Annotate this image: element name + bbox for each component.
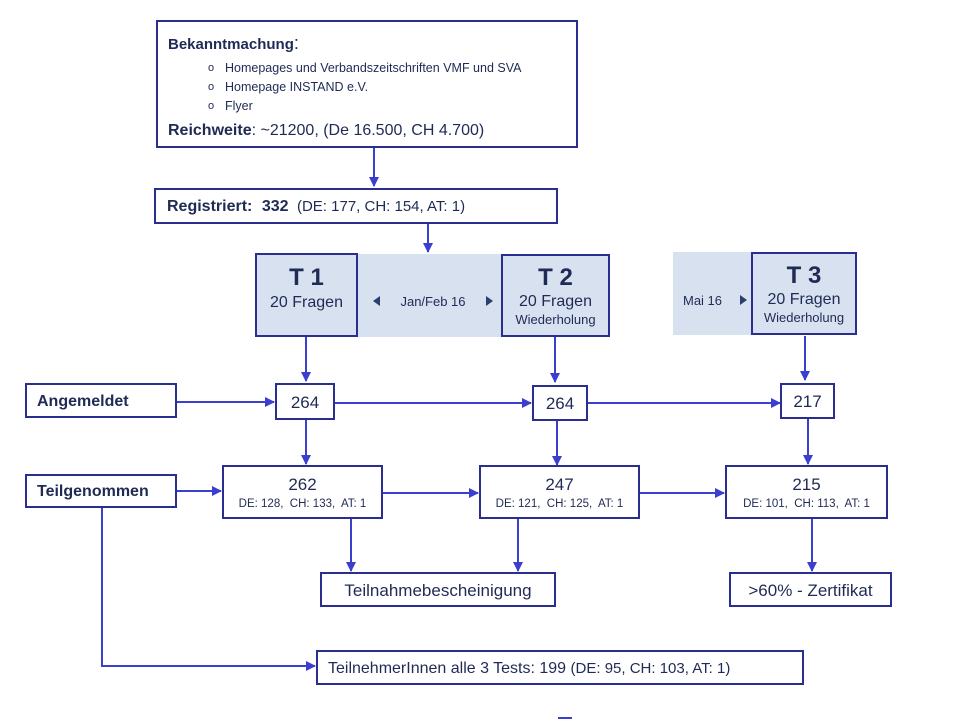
test-t2-box: T 2 20 Fragen Wiederholung [501, 254, 610, 337]
period-t3: Mai 16 [683, 292, 747, 308]
attendance-certificate-box: Teilnahmebescheinigung [320, 572, 556, 607]
participated-t1: 262 DE: 128, CH: 133, AT: 1 [222, 465, 383, 519]
participated-t2: 247 DE: 121, CH: 125, AT: 1 [479, 465, 640, 519]
row-label-participated: Teilgenommen [25, 474, 177, 508]
test-t3-title: T 3 [786, 262, 822, 289]
participated-t3-detail: DE: 101, CH: 113, AT: 1 [743, 498, 870, 510]
registered-count-t3: 217 [780, 383, 835, 419]
participated-t2-total: 247 [545, 475, 574, 494]
participated-t3-total: 215 [792, 475, 821, 494]
test-t2-note: Wiederholung [515, 312, 596, 327]
period-band-t1-t2 [355, 254, 505, 337]
all-tests-box: TeilnehmerInnen alle 3 Tests: 199 (DE: 9… [316, 650, 804, 685]
pass-certificate-box: >60% - Zertifikat [729, 572, 892, 607]
row-label-registered: Angemeldet [25, 383, 177, 418]
registered-count: 332 [261, 198, 289, 215]
announcement-bullets: Homepages und Verbandszeitschriften VMF … [168, 59, 576, 116]
period-t1-t2-label: Jan/Feb 16 [400, 293, 466, 309]
test-t1-title: T 1 [289, 264, 324, 291]
all-tests-detail: (DE: 95, CH: 103, AT: 1) [570, 660, 731, 677]
list-item: Homepage INSTAND e.V. [168, 78, 576, 97]
participated-t1-detail: DE: 128, CH: 133, AT: 1 [238, 498, 367, 510]
arrow-teilgenommen-to-alltests [101, 508, 316, 671]
registered-count-t2: 264 [532, 385, 588, 421]
reach-label: Reichweite [168, 122, 252, 139]
announcement-title: Bekanntmachung [168, 36, 294, 53]
test-t3-note: Wiederholung [763, 310, 845, 325]
test-t2-questions: 20 Fragen [519, 293, 592, 310]
period-t3-label: Mai 16 [683, 292, 723, 308]
test-t1-questions: 20 Fragen [270, 294, 343, 311]
announcement-box: Bekanntmachung: Homepages und Verbandsze… [156, 20, 578, 148]
period-t1-t2: Jan/Feb 16 [373, 293, 493, 309]
registered-box: Registriert: 332 (DE: 177, CH: 154, AT: … [154, 188, 558, 224]
reach-value: : ~21200, (De 16.500, CH 4.700) [251, 122, 485, 139]
period-band-t3 [673, 252, 753, 335]
registered-count-t1: 264 [275, 383, 335, 420]
left-arrow-icon [373, 296, 380, 306]
registered-detail: (DE: 177, CH: 154, AT: 1) [296, 198, 466, 215]
test-t3-questions: 20 Fragen [767, 291, 841, 308]
list-item: Homepages und Verbandszeitschriften VMF … [168, 59, 576, 78]
test-t3-box: T 3 20 Fragen Wiederholung [751, 252, 857, 335]
right-arrow-icon [740, 295, 747, 305]
participated-t2-detail: DE: 121, CH: 125, AT: 1 [495, 498, 624, 510]
registered-label: Registriert: [167, 198, 253, 215]
list-item: Flyer [168, 97, 576, 116]
right-arrow-icon [485, 296, 493, 306]
participated-t3: 215 DE: 101, CH: 113, AT: 1 [725, 465, 888, 519]
all-tests-label: TeilnehmerInnen alle 3 Tests: 199 [328, 660, 567, 677]
participated-t1-total: 262 [288, 475, 317, 494]
test-t1-box: T 1 20 Fragen [255, 253, 358, 337]
test-t2-title: T 2 [538, 264, 573, 291]
announcement-colon: : [293, 33, 299, 53]
